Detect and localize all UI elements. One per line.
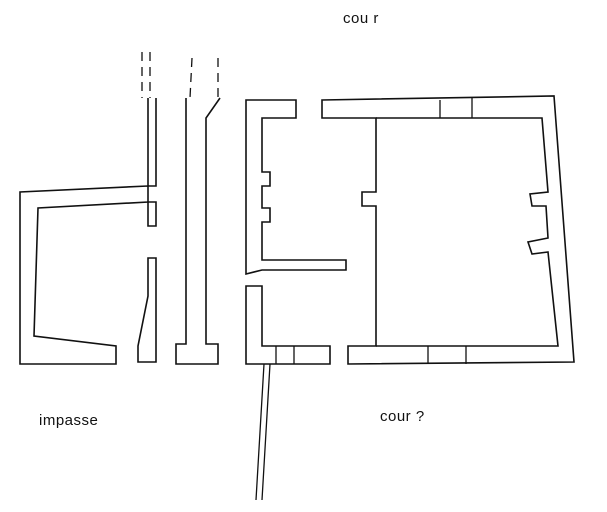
label-impasse: impasse — [39, 412, 99, 429]
large-room-inner-wall — [376, 117, 559, 347]
central-pillar-wall — [175, 97, 221, 365]
label-cour-bottom: cour ? — [380, 408, 425, 425]
middle-block-lower-room — [245, 285, 331, 365]
large-room-outer-wall — [321, 95, 575, 365]
boundary-line-south — [255, 363, 271, 501]
middle-block-outer-wall — [245, 99, 347, 276]
label-cour-top: cou r — [343, 10, 379, 27]
left-room-outer-wall — [19, 185, 149, 365]
pillar-dashed-continuation-a — [189, 57, 193, 99]
passage-wall-left-upper — [147, 98, 157, 187]
passage-wall-left-lower — [137, 257, 157, 363]
left-room-inner-wall — [147, 201, 157, 227]
